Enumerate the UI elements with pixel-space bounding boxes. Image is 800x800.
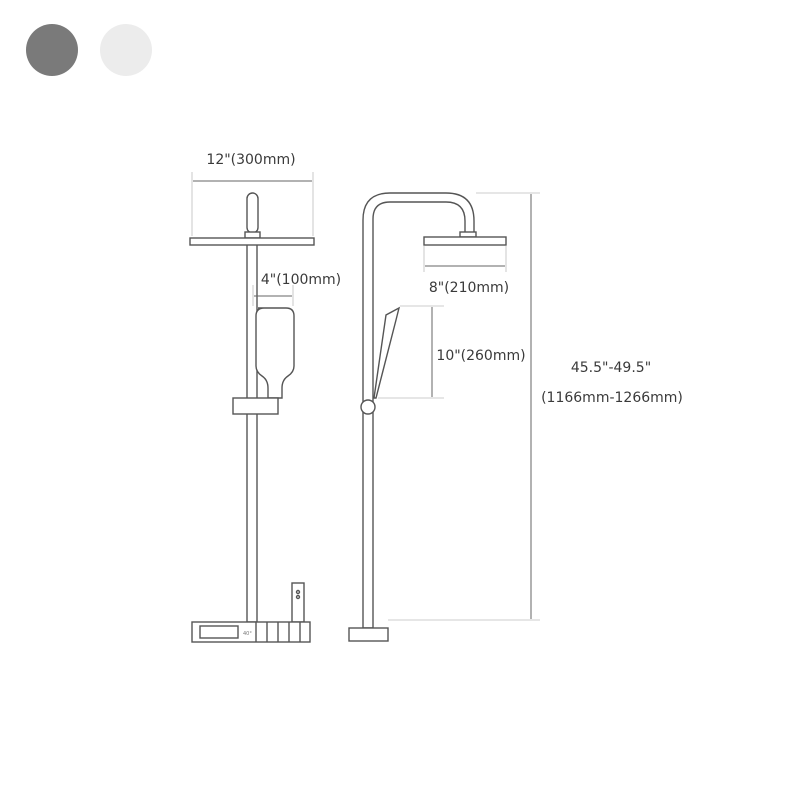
front-connector <box>244 231 261 239</box>
valve-knob <box>360 399 376 415</box>
side-base <box>348 627 389 642</box>
color-swatch-white[interactable] <box>100 24 152 76</box>
front-pole <box>246 243 258 623</box>
dimension-lines <box>191 172 540 621</box>
label-handheld-length: 10"(260mm) <box>436 348 525 364</box>
temperature-display: 40° <box>243 631 252 637</box>
label-handheld-width: 4"(100mm) <box>261 272 341 288</box>
label-total-height: 45.5"-49.5" <box>571 360 651 376</box>
side-shower-head <box>423 236 507 246</box>
color-swatch-gray[interactable] <box>26 24 78 76</box>
handheld-shower-side <box>373 306 401 399</box>
side-view <box>348 192 507 642</box>
front-view: 40° <box>189 192 315 643</box>
side-pole-arm <box>362 192 475 629</box>
label-total-height-mm: (1166mm-1266mm) <box>541 390 683 406</box>
label-head-width-front: 12"(300mm) <box>206 152 295 168</box>
diverter-bracket <box>291 582 305 623</box>
handheld-holder <box>232 397 279 415</box>
label-head-width-side: 8"(210mm) <box>429 280 509 296</box>
handheld-shower-front <box>255 307 295 399</box>
front-arm <box>246 192 259 234</box>
front-shower-head <box>189 237 315 246</box>
